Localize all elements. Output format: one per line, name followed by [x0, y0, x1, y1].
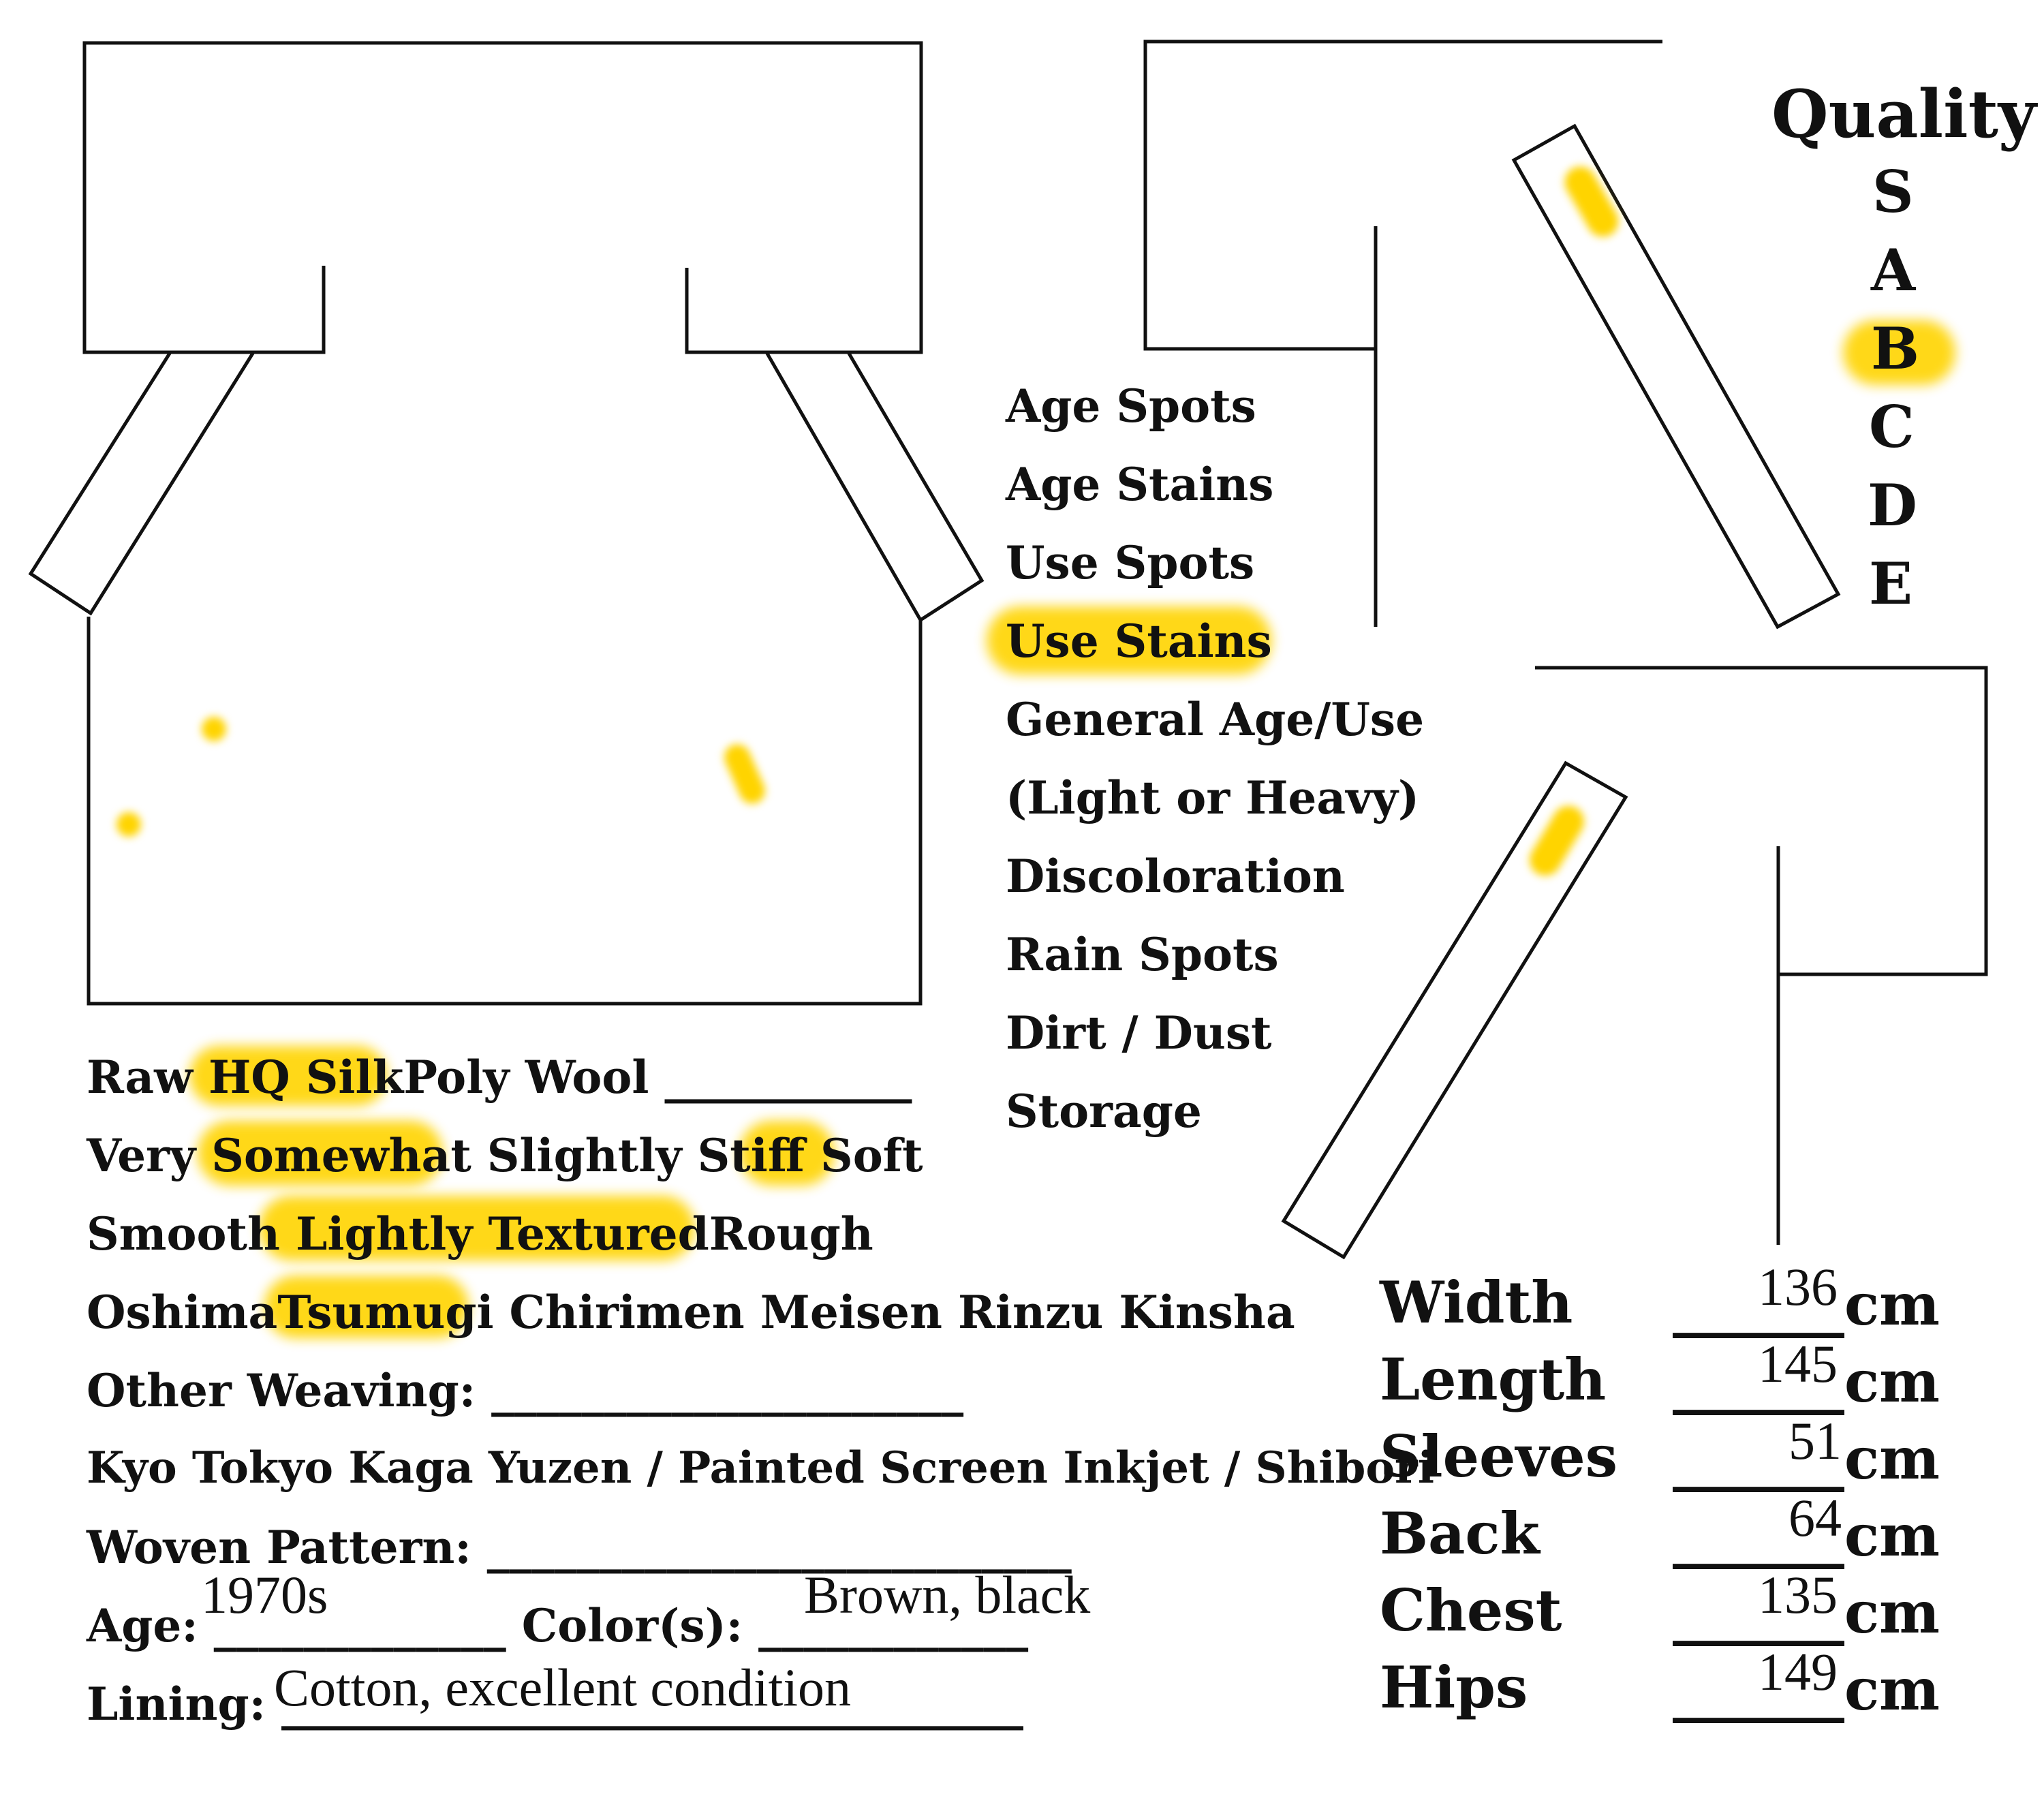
- other-weaving-label: Other Weaving:: [87, 1364, 476, 1417]
- weave-option-kinsha[interactable]: Kinsha: [1119, 1286, 1295, 1339]
- issue-item[interactable]: General Age/Use: [1006, 693, 1425, 746]
- front-body-outline: [87, 617, 923, 1006]
- measure-label-hips: Hips: [1380, 1654, 1528, 1721]
- woven-pattern-label: Woven Pattern:: [87, 1521, 471, 1574]
- quality-grade-e[interactable]: E: [1869, 550, 1913, 617]
- issue-item[interactable]: Storage: [1006, 1085, 1202, 1138]
- other-weaving-field[interactable]: _____________________: [491, 1364, 964, 1417]
- side-upper-strap: [1511, 123, 1841, 630]
- stiffness-option-very[interactable]: Very: [87, 1129, 196, 1182]
- colors-field[interactable]: ____________: [758, 1599, 1029, 1652]
- material-blank[interactable]: ___________: [664, 1051, 912, 1104]
- measure-label-length: Length: [1380, 1346, 1607, 1413]
- stiffness-option-soft[interactable]: Soft: [820, 1129, 923, 1182]
- measure-field-sleeves[interactable]: ______cm: [1673, 1425, 1940, 1492]
- stiffness-line: Very Somewhat Slightly Stiff Soft: [87, 1133, 923, 1178]
- measure-value-length: 145: [1758, 1334, 1838, 1393]
- weave-option-meisen[interactable]: Meisen: [760, 1286, 943, 1339]
- measure-label-sleeves: Sleeves: [1380, 1423, 1618, 1490]
- colors-label: Color(s):: [521, 1599, 743, 1652]
- issue-item[interactable]: Use Stains: [1006, 615, 1272, 668]
- quality-grade-s[interactable]: S: [1872, 158, 1914, 226]
- issue-item[interactable]: Dirt / Dust: [1006, 1006, 1272, 1060]
- material-option-wool[interactable]: Wool: [525, 1051, 649, 1104]
- quality-grade-b[interactable]: B: [1871, 315, 1919, 382]
- age-label: Age:: [87, 1599, 198, 1652]
- stiffness-option-somewhat[interactable]: Somewhat: [211, 1129, 471, 1182]
- front-right-strap: [763, 350, 985, 623]
- lining-line: Lining: ________________________________…: [87, 1682, 1023, 1727]
- age-color-line: Age: _____________ Color(s): ___________…: [87, 1603, 1028, 1648]
- measure-value-chest: 135: [1758, 1565, 1838, 1624]
- stain-mark: [202, 717, 226, 741]
- issue-item[interactable]: Rain Spots: [1006, 928, 1279, 981]
- material-option-hq-silk[interactable]: HQ Silk: [208, 1051, 404, 1104]
- weave-option-chirimen[interactable]: Chirimen: [509, 1286, 745, 1339]
- material-line: Raw HQ SilkPoly Wool ___________: [87, 1055, 912, 1100]
- texture-option-textured[interactable]: Textured: [488, 1207, 709, 1261]
- material-option-poly[interactable]: Poly: [403, 1051, 510, 1104]
- issue-item[interactable]: Age Spots: [1006, 380, 1256, 433]
- measure-value-back: 64: [1788, 1488, 1842, 1547]
- age-field[interactable]: _____________: [213, 1599, 506, 1652]
- side-lower-outline: [1535, 666, 1988, 976]
- woven-pattern-field[interactable]: __________________________: [486, 1521, 1072, 1574]
- issue-item[interactable]: Use Spots: [1006, 536, 1255, 589]
- measure-value-hips: 149: [1758, 1642, 1838, 1701]
- measure-field-chest[interactable]: ______cm: [1673, 1579, 1940, 1646]
- texture-option-smooth[interactable]: Smooth: [87, 1207, 281, 1261]
- lining-field[interactable]: _________________________________: [281, 1677, 1024, 1731]
- stiffness-option-slightly[interactable]: Slightly: [486, 1129, 682, 1182]
- measure-field-length[interactable]: ______cm: [1673, 1348, 1940, 1415]
- age-value: 1970s: [201, 1565, 328, 1624]
- stiffness-option-stiff[interactable]: Stiff: [697, 1129, 805, 1182]
- measure-field-width[interactable]: ______cm: [1673, 1271, 1940, 1338]
- quality-grade-c[interactable]: C: [1869, 393, 1915, 461]
- side-lower-strap: [1281, 760, 1628, 1260]
- issue-item[interactable]: Discoloration: [1006, 850, 1345, 903]
- lining-label: Lining:: [87, 1677, 266, 1731]
- lining-value: Cotton, excellent condition: [274, 1658, 851, 1717]
- measure-label-chest: Chest: [1380, 1577, 1562, 1644]
- weave-line: OshimaTsumugi Chirimen Meisen Rinzu Kins…: [87, 1290, 1295, 1335]
- material-highlight: [189, 1046, 387, 1106]
- texture-option-lightly[interactable]: Lightly: [296, 1207, 473, 1261]
- side-upper-outline: [1143, 40, 1662, 351]
- other-weaving-line: Other Weaving: _____________________: [87, 1368, 963, 1413]
- quality-title: Quality: [1771, 76, 2037, 153]
- weave-option-rinzu[interactable]: Rinzu: [958, 1286, 1104, 1339]
- texture-line: Smooth Lightly TexturedRough: [87, 1211, 873, 1256]
- measure-field-hips[interactable]: ______cm: [1673, 1656, 1940, 1723]
- stiffness-highlight: [198, 1121, 443, 1186]
- texture-option-rough[interactable]: Rough: [709, 1207, 873, 1261]
- issue-highlight: [987, 606, 1271, 675]
- measure-label-width: Width: [1380, 1269, 1573, 1336]
- texture-highlight: [259, 1196, 695, 1261]
- material-option-raw[interactable]: Raw: [87, 1051, 193, 1104]
- stiffness-highlight: [739, 1121, 835, 1186]
- quality-highlight: [1843, 320, 1955, 385]
- dye-technique-line[interactable]: Kyo Tokyo Kaga Yuzen / Painted Screen In…: [87, 1442, 1435, 1494]
- weave-highlight: [264, 1275, 469, 1338]
- colors-value: Brown, black: [804, 1565, 1091, 1624]
- front-left-strap: [28, 350, 257, 616]
- measure-value-width: 136: [1758, 1257, 1838, 1316]
- quality-grade-d[interactable]: D: [1868, 471, 1917, 539]
- measure-value-sleeves: 51: [1788, 1411, 1842, 1470]
- weave-option-oshima[interactable]: Oshima: [87, 1286, 278, 1339]
- weave-option-tsumugi[interactable]: Tsumugi: [277, 1286, 494, 1339]
- quality-grade-a[interactable]: A: [1871, 236, 1916, 304]
- measure-field-back[interactable]: ______cm: [1673, 1502, 1940, 1569]
- issue-item[interactable]: Age Stains: [1006, 458, 1274, 511]
- issue-item[interactable]: (Light or Heavy): [1006, 771, 1420, 824]
- measure-label-back: Back: [1380, 1500, 1540, 1567]
- woven-pattern-line: Woven Pattern: _________________________…: [87, 1525, 1072, 1570]
- front-shoulder-outline: [82, 41, 923, 354]
- stain-mark: [117, 812, 141, 837]
